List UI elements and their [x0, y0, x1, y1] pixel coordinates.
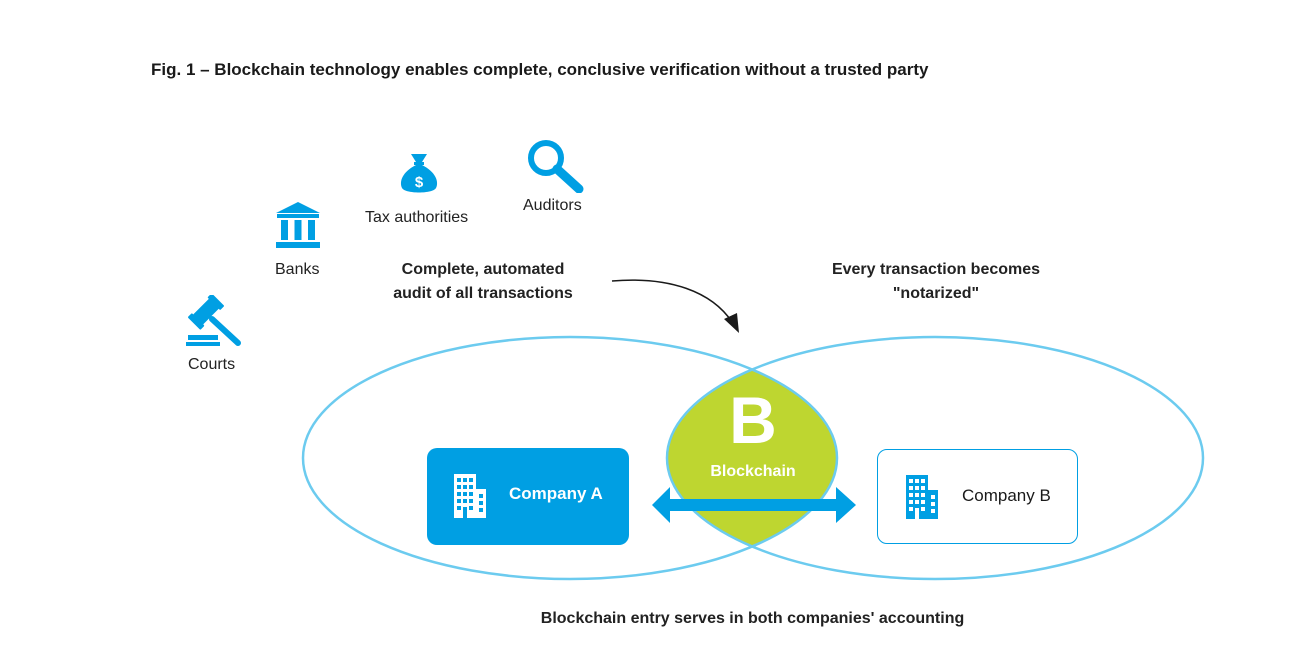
auditors-label: Auditors	[523, 197, 582, 214]
money-bag-icon: $	[396, 150, 442, 201]
bank-icon	[274, 201, 322, 254]
company-a-box: Company A	[427, 448, 629, 545]
tax-authorities-label: Tax authorities	[365, 209, 469, 226]
building-icon	[453, 473, 487, 524]
blockchain-letter: B	[729, 383, 777, 457]
magnifier-icon	[527, 139, 585, 198]
company-b-box: Company B	[877, 449, 1078, 544]
svg-text:$: $	[415, 174, 424, 191]
audit-annotation: Complete, automated audit of all transac…	[372, 258, 594, 306]
banks-label: Banks	[275, 261, 320, 278]
blockchain-label: Blockchain	[710, 463, 796, 480]
courts-label: Courts	[188, 356, 236, 373]
company-a-label: Company A	[509, 484, 603, 503]
notarized-annotation-line-2: "notarized"	[892, 285, 980, 302]
curved-arrow-icon	[611, 279, 739, 333]
figure-title: Fig. 1 – Blockchain technology enables c…	[151, 60, 929, 79]
double-arrow-icon	[652, 487, 856, 523]
audit-annotation-line-2: audit of all transactions	[393, 285, 573, 302]
notarized-annotation: Every transaction becomes "notarized"	[812, 258, 1060, 306]
footer-annotation: Blockchain entry serves in both companie…	[540, 610, 965, 627]
audit-annotation-line-1: Complete, automated	[401, 261, 565, 278]
company-b-ellipse	[665, 335, 1205, 581]
company-a-ellipse	[301, 335, 839, 581]
company-b-label: Company B	[962, 486, 1051, 505]
notarized-annotation-line-1: Every transaction becomes	[831, 261, 1041, 278]
gavel-icon	[186, 293, 242, 352]
building-icon	[905, 474, 939, 525]
